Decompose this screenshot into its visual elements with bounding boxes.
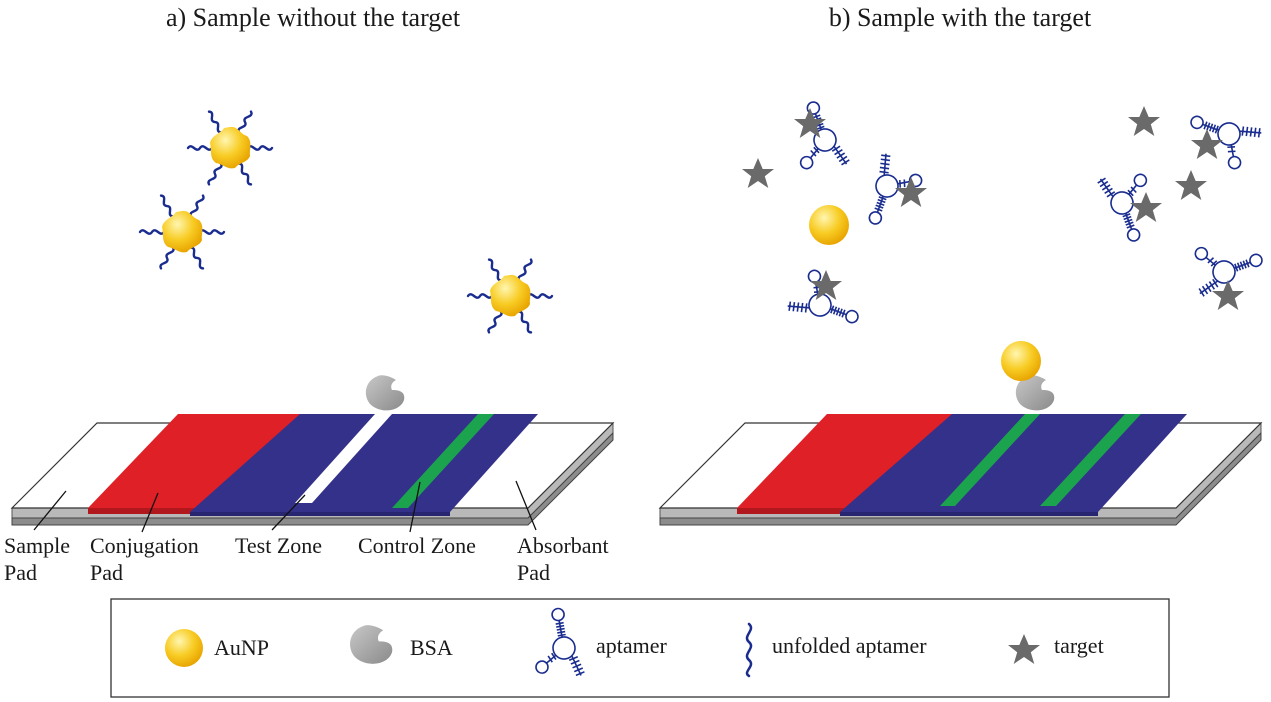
unfolded-aptamer-icon bbox=[745, 622, 753, 678]
panel-b-title: b) Sample with the target bbox=[829, 3, 1092, 32]
label-pointers-a bbox=[33, 480, 537, 533]
legend-box bbox=[110, 598, 1170, 698]
absorbant-pad-label: Pad bbox=[517, 560, 550, 585]
target-icon bbox=[1130, 192, 1162, 222]
test-strip-b bbox=[658, 414, 1263, 526]
control-zone-label: Control Zone bbox=[358, 533, 476, 558]
panel-a-title: a) Sample without the target bbox=[166, 3, 461, 32]
sample-pad-label: Pad bbox=[4, 560, 37, 585]
coated-gold-nanoparticle bbox=[468, 259, 552, 333]
bsa-molecule bbox=[365, 375, 405, 411]
control-zone-line bbox=[392, 414, 494, 508]
gold-nanoparticle-icon bbox=[165, 629, 203, 667]
control-zone-line bbox=[1040, 414, 1141, 506]
nitrocellulose-membrane bbox=[190, 414, 538, 512]
legend-label-aptamer: aptamer bbox=[596, 633, 668, 658]
legend-label-unfolded-aptamer: unfolded aptamer bbox=[772, 633, 927, 658]
legend-label-aunp: AuNP bbox=[214, 635, 269, 660]
nitrocellulose-membrane bbox=[840, 414, 1187, 512]
coated-gold-nanoparticle bbox=[188, 111, 272, 185]
test-strip-a bbox=[10, 414, 615, 526]
conjugation-pad bbox=[88, 414, 306, 508]
target-icon bbox=[1175, 170, 1207, 200]
target-icon bbox=[1128, 106, 1160, 136]
test-zone-label: Test Zone bbox=[235, 533, 322, 558]
target-icon bbox=[742, 158, 774, 188]
absorbant-pad-label: Absorbant bbox=[517, 533, 609, 558]
coated-gold-nanoparticle bbox=[140, 195, 224, 269]
conjugation-pad-label: Pad bbox=[90, 560, 123, 585]
test-zone-line bbox=[940, 414, 1040, 506]
gold-nanoparticle bbox=[809, 205, 849, 245]
aptamer-target-complex bbox=[781, 96, 852, 180]
test-zone-line-empty bbox=[295, 414, 392, 503]
gold-nanoparticle bbox=[1001, 341, 1041, 381]
conjugation-pad bbox=[737, 414, 953, 508]
legend-label-target: target bbox=[1054, 633, 1104, 658]
conjugation-pad-label: Conjugation bbox=[90, 533, 199, 558]
legend-label-bsa: BSA bbox=[410, 635, 453, 660]
aptamer-target-complex bbox=[1180, 104, 1264, 175]
sample-pad-label: Sample bbox=[4, 533, 70, 558]
